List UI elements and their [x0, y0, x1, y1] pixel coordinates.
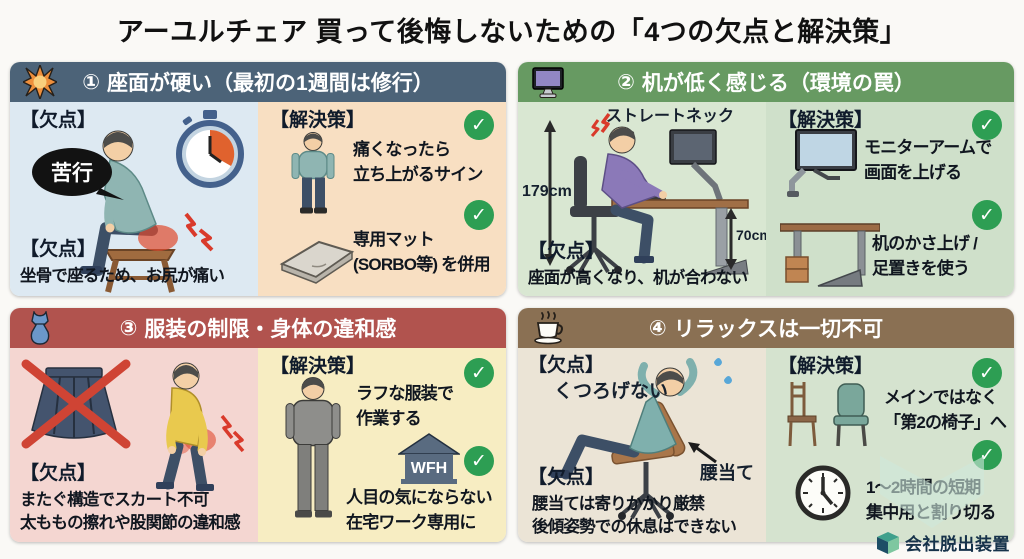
defect-text: 腰当ては寄りかかり厳禁 後傾姿勢での休息はできない — [532, 495, 737, 537]
panel2-number: ② — [617, 70, 635, 94]
desk-posture-illustration — [544, 112, 749, 275]
monitor-icon — [532, 67, 564, 98]
check-icon: ✓ — [464, 200, 494, 230]
defect-label: 【欠点】 — [528, 467, 605, 488]
height-label: 179cm — [522, 183, 572, 200]
defect-text: 坐骨で座るため、お尻が痛い — [20, 267, 225, 285]
panel4-solution-side: 【解決策】 ✓ ✓ メインではなく 「第2の椅子」へ — [766, 348, 1014, 542]
clothing-illustration — [21, 359, 245, 492]
reclined-person — [550, 358, 732, 480]
footer-logo-text: 会社脱出装置 — [905, 535, 1010, 554]
desk-height-label: 70cm — [736, 227, 772, 243]
solution-label: 【解決策】 — [778, 356, 874, 377]
thigh-pain-person — [156, 362, 245, 492]
dress-icon — [30, 311, 50, 345]
explosion-icon — [23, 65, 57, 99]
panel-desk-low: ② 机が低く感じる（環境の罠） — [518, 62, 1014, 296]
recline-illustration — [550, 358, 732, 520]
solution-text: ラフな服装で 作業する — [356, 384, 454, 428]
solution-text: 痛くなったら 立ち上がるサイン — [353, 140, 483, 184]
svg-text:苦行: 苦行 — [51, 161, 93, 185]
height-arrow — [544, 120, 556, 266]
seat-mat-icon — [279, 240, 355, 284]
panel2-defect-side: ストレートネック 179cm 70cm 【欠点】 座面が高くなり、机が合わない — [518, 102, 772, 296]
panel-no-relax: ④ リラックスは一切不可 — [518, 308, 1014, 542]
solution-text: モニターアームで 画面を上げる — [864, 138, 992, 182]
solution-label: 【解決策】 — [270, 356, 366, 377]
wfh-house-icon: WFH — [398, 433, 460, 484]
desk-and-monitor — [611, 129, 749, 275]
defect-label: 【欠点】 — [20, 110, 97, 131]
desk-riser-icon — [780, 223, 880, 287]
check-icon: ✓ — [972, 200, 1002, 230]
escape-box-icon — [877, 531, 899, 554]
check-icon: ✓ — [464, 110, 494, 140]
panel4-number: ④ — [648, 316, 667, 340]
defect-text-short: くつろげない — [554, 381, 669, 402]
check-icon: ✓ — [972, 110, 1002, 140]
hard-seat-illustration: 苦行 — [32, 110, 244, 293]
monitor-arm-icon — [787, 129, 857, 197]
solution-text: メインではなく 「第2の椅子」へ — [884, 388, 1007, 432]
desk-height-arrow — [725, 208, 737, 270]
solution-label: 【解決策】 — [778, 110, 874, 131]
footer-logo: 会社脱出装置 — [877, 530, 1010, 555]
solution-label: 【解決策】 — [270, 110, 366, 131]
panel1-number: ① — [82, 70, 101, 94]
panel3-number: ③ — [119, 316, 138, 340]
check-icon: ✓ — [464, 358, 494, 388]
panel4-defect-side: 【欠点】 くつろげない 腰当て 【欠点】 腰当ては寄りかかり厳禁 後傾姿勢での休… — [518, 348, 766, 542]
lumbar-label: 腰当て — [700, 463, 754, 483]
panel3-solution-side: 【解決策】 ✓ ✓ ラフな服装で 作業する WFH 人目の気にな — [258, 348, 506, 542]
speech-bubble: 苦行 — [32, 148, 124, 200]
panel-hard-seat: ① 座面が硬い（最初の1週間は修行） — [10, 62, 506, 296]
panel3-header: ③ 服装の制限・身体の違和感 — [10, 308, 506, 348]
panel4-title: リラックスは一切不可 — [673, 318, 884, 341]
solution-text: 人目の気にならない 在宅ワーク専用に — [346, 488, 493, 532]
panel3-defect-side: 【欠点】 またぐ構造でスカート不可 太ももの擦れや股関節の違和感 — [10, 348, 258, 542]
check-icon: ✓ — [972, 440, 1002, 470]
defect-text: 座面が高くなり、机が合わない — [528, 269, 748, 287]
defect-text: またぐ構造でスカート不可 太ももの擦れや股関節の違和感 — [20, 491, 241, 533]
lumbar-arrow — [688, 442, 717, 464]
panel4-header: ④ リラックスは一切不可 — [518, 308, 1014, 348]
solution-text: 専用マット (SORBO等) を併用 — [353, 230, 491, 274]
check-icon: ✓ — [464, 446, 494, 476]
panel1-defect-side: 苦行 【欠点】 【欠点】 坐骨で座るため、お尻が痛い — [10, 102, 258, 296]
panel2-title: 机が低く感じる（環境の罠） — [641, 72, 915, 95]
panel2-solution-side: 【解決策】 ✓ ✓ モニターアームで 画面を上げる 机のかさ上げ / 足置きを使… — [766, 102, 1014, 296]
page-title: アーユルチェア 買って後悔しないための「4つの欠点と解決策」 — [116, 17, 908, 47]
panel1-title: 座面が硬い（最初の1週間は修行） — [107, 72, 434, 95]
panel-clothing-limit: ③ 服装の制限・身体の違和感 — [10, 308, 506, 542]
panel1-solution-side: 【解決策】 ✓ ✓ 痛くなったら 立ち上がるサイン 専用マット (SORBO等) — [258, 102, 506, 296]
svg-text:WFH: WFH — [411, 460, 447, 477]
hunched-person — [590, 112, 667, 264]
casual-person-icon — [285, 377, 341, 518]
defect-label: 【欠点】 — [20, 239, 97, 260]
stool — [104, 249, 176, 293]
panel3-title: 服装の制限・身体の違和感 — [144, 318, 397, 341]
coffee-icon — [534, 311, 563, 345]
panel1-header: ① 座面が硬い（最初の1週間は修行） — [10, 62, 506, 102]
defect-label: 【欠点】 — [20, 463, 97, 484]
defect-label: 【欠点】 — [528, 355, 605, 376]
standing-person-icon — [291, 132, 335, 214]
stopwatch-icon — [176, 110, 244, 188]
straight-neck-label: ストレートネック — [606, 108, 735, 125]
no-skirt — [21, 359, 131, 449]
solution-text: 1〜2時間の短期 集中用と割り切る — [866, 478, 996, 522]
clock-icon — [795, 465, 851, 521]
office-chair — [566, 156, 622, 274]
solution-text: 机のかさ上げ / 足置きを使う — [872, 234, 978, 278]
two-chairs-icon — [787, 382, 869, 447]
sitting-person — [80, 130, 214, 276]
defect-label: 【欠点】 — [528, 241, 605, 262]
check-icon: ✓ — [972, 358, 1002, 388]
panel2-header: ② 机が低く感じる（環境の罠） — [518, 62, 1014, 102]
